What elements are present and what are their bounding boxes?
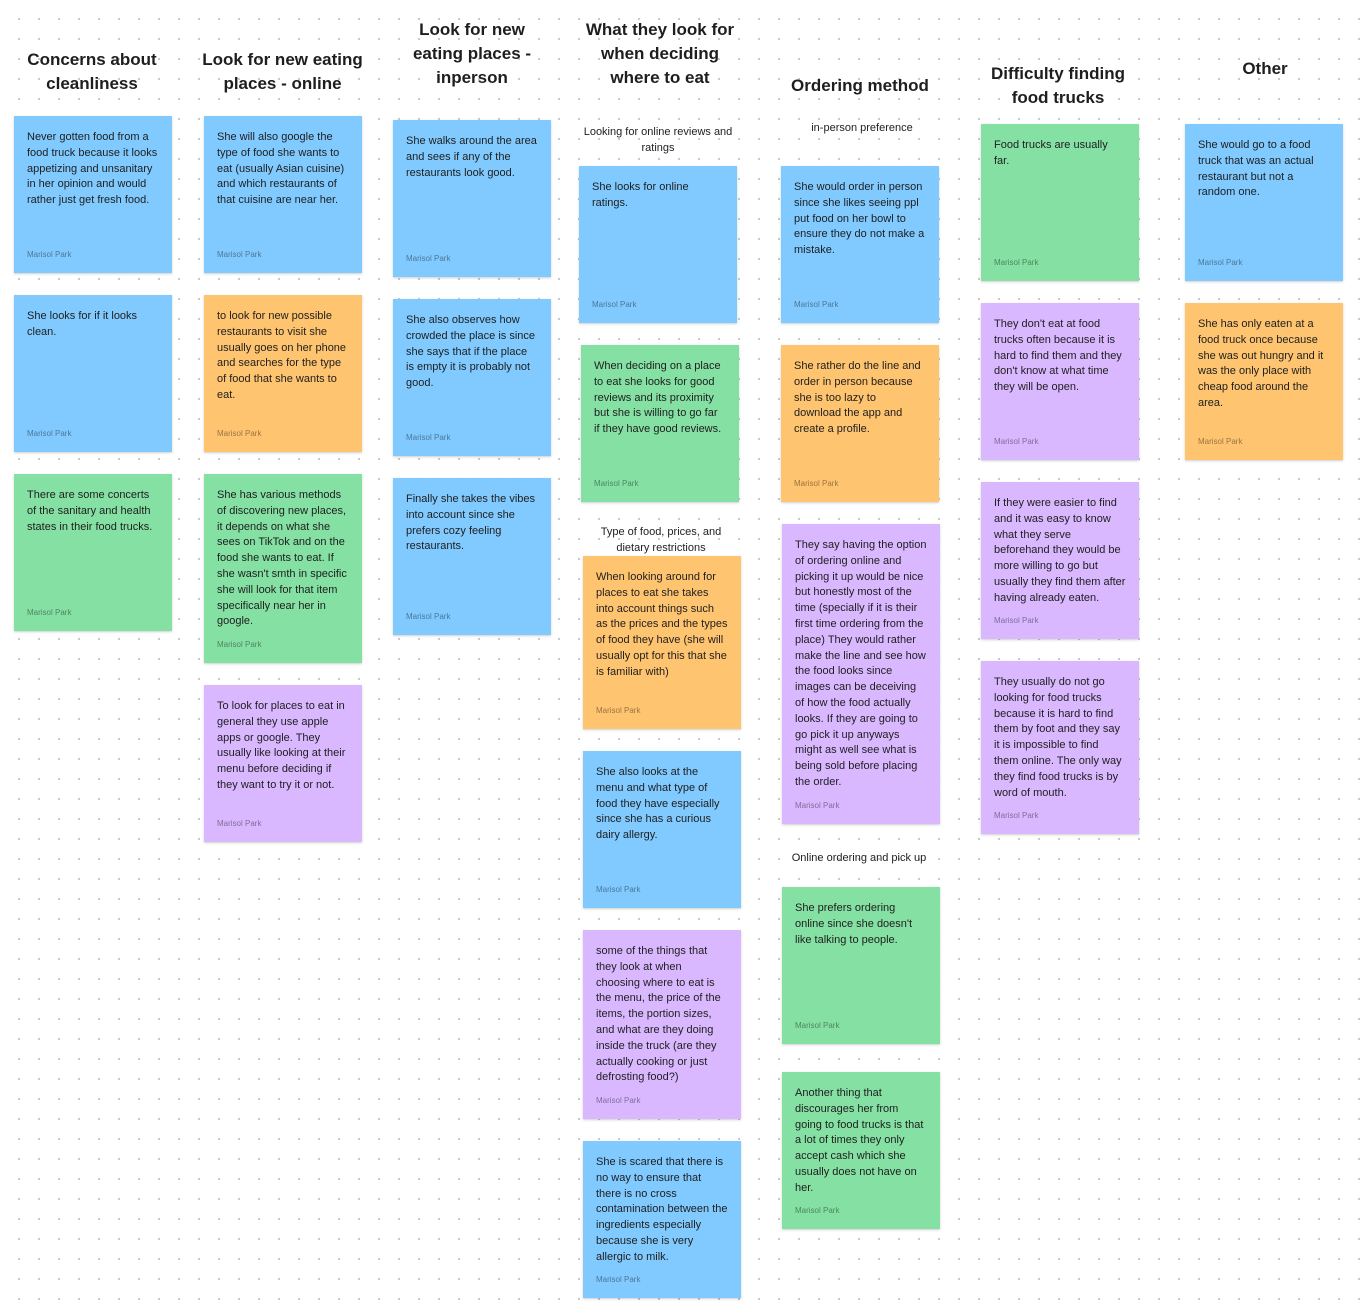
sticky-note-author: Marisol Park (217, 250, 262, 259)
sticky-note-author: Marisol Park (596, 706, 641, 715)
sticky-note-text: They usually do not go looking for food … (994, 676, 1122, 799)
sticky-note-text: There are some concerts of the sanitary … (27, 489, 153, 533)
sticky-note[interactable]: When looking around for places to eat sh… (583, 556, 741, 729)
column-title-cleanliness[interactable]: Concerns about cleanliness (27, 50, 157, 93)
sticky-note[interactable]: She walks around the area and sees if an… (393, 120, 551, 277)
sticky-note-author: Marisol Park (994, 616, 1039, 625)
sticky-note-text: She also observes how crowded the place … (406, 314, 536, 390)
sticky-note-author: Marisol Park (596, 885, 641, 894)
column-title-other[interactable]: Other (1242, 59, 1288, 78)
sticky-note-author: Marisol Park (217, 640, 262, 649)
sticky-note[interactable]: Food trucks are usually far. Marisol Par… (981, 124, 1139, 281)
sticky-note-author: Marisol Park (596, 1096, 641, 1105)
sticky-note-text: They say having the option of ordering o… (795, 539, 927, 788)
sticky-note-author: Marisol Park (794, 300, 839, 309)
sticky-note-text: Finally she takes the vibes into account… (406, 493, 536, 553)
sticky-note-text: She rather do the line and order in pers… (794, 360, 921, 436)
column-title-ordering-method[interactable]: Ordering method (791, 76, 929, 95)
sticky-note[interactable]: They don't eat at food trucks often beca… (981, 303, 1139, 460)
sticky-note-text: To look for places to eat in general the… (217, 700, 346, 791)
sticky-note-text: She would order in person since she like… (794, 181, 925, 257)
sticky-note[interactable]: She looks for online ratings. Marisol Pa… (579, 166, 737, 323)
sticky-note-author: Marisol Park (217, 819, 262, 828)
sticky-note-text: She also looks at the menu and what type… (596, 766, 720, 842)
sticky-note-text: She has various methods of discovering n… (217, 489, 347, 628)
sticky-note[interactable]: She also looks at the menu and what type… (583, 751, 741, 908)
section-label-food-prices-diet[interactable]: Type of food, prices, and dietary restri… (600, 526, 722, 554)
sticky-note[interactable]: She also observes how crowded the place … (393, 299, 551, 456)
sticky-note[interactable]: If they were easier to find and it was e… (981, 482, 1139, 639)
sticky-note-text: She prefers ordering online since she do… (795, 902, 913, 946)
sticky-note-text: They don't eat at food trucks often beca… (994, 318, 1122, 394)
section-label-inperson-preference[interactable]: in-person preference (811, 122, 913, 134)
sticky-note-author: Marisol Park (406, 433, 451, 442)
sticky-note-text: She has only eaten at a food truck once … (1198, 318, 1324, 409)
sticky-note-author: Marisol Park (994, 258, 1039, 267)
sticky-note-text: She would go to a food truck that was an… (1198, 139, 1314, 199)
column-title-decision-factors[interactable]: What they look for when deciding where t… (585, 20, 735, 87)
sticky-note-author: Marisol Park (1198, 258, 1243, 267)
sticky-note-author: Marisol Park (27, 250, 72, 259)
sticky-note-text: to look for new possible restaurants to … (217, 310, 347, 401)
sticky-note-author: Marisol Park (596, 1275, 641, 1284)
sticky-note[interactable]: She rather do the line and order in pers… (781, 345, 939, 502)
sticky-note[interactable]: She would order in person since she like… (781, 166, 939, 323)
sticky-note[interactable]: Never gotten food from a food truck beca… (14, 116, 172, 273)
sticky-note-text: She will also google the type of food sh… (217, 131, 345, 207)
sticky-note-text: When looking around for places to eat sh… (596, 571, 728, 678)
sticky-note-author: Marisol Park (217, 429, 262, 438)
sticky-note[interactable]: She is scared that there is no way to en… (583, 1141, 741, 1298)
sticky-note[interactable]: They say having the option of ordering o… (782, 524, 940, 824)
section-label-online-reviews[interactable]: Looking for online reviews and ratings (583, 126, 733, 154)
sticky-note[interactable]: Another thing that discourages her from … (782, 1072, 940, 1229)
sticky-note-author: Marisol Park (795, 801, 840, 810)
sticky-note-author: Marisol Park (994, 811, 1039, 820)
sticky-note[interactable]: She has only eaten at a food truck once … (1185, 303, 1343, 460)
sticky-note-text: If they were easier to find and it was e… (994, 497, 1126, 604)
sticky-note-text: She looks for online ratings. (592, 181, 689, 209)
section-label-online-pickup[interactable]: Online ordering and pick up (791, 852, 927, 864)
sticky-note-text: When deciding on a place to eat she look… (594, 360, 722, 436)
sticky-note[interactable]: They usually do not go looking for food … (981, 661, 1139, 834)
sticky-note-author: Marisol Park (794, 479, 839, 488)
sticky-note-text: Never gotten food from a food truck beca… (27, 131, 158, 207)
sticky-note-author: Marisol Park (406, 254, 451, 263)
sticky-note-text: She is scared that there is no way to en… (596, 1156, 728, 1263)
sticky-note-text: Another thing that discourages her from … (795, 1087, 924, 1194)
sticky-note-author: Marisol Park (594, 479, 639, 488)
sticky-note-author: Marisol Park (27, 429, 72, 438)
sticky-note[interactable]: to look for new possible restaurants to … (204, 295, 362, 452)
sticky-note-author: Marisol Park (795, 1206, 840, 1215)
sticky-note[interactable]: She looks for if it looks clean. Marisol… (14, 295, 172, 452)
sticky-note[interactable]: There are some concerts of the sanitary … (14, 474, 172, 631)
sticky-note-author: Marisol Park (27, 608, 72, 617)
sticky-note-author: Marisol Park (795, 1021, 840, 1030)
sticky-note-text: She walks around the area and sees if an… (406, 135, 537, 179)
sticky-note-text: Food trucks are usually far. (994, 139, 1108, 167)
sticky-note[interactable]: To look for places to eat in general the… (204, 685, 362, 842)
sticky-note[interactable]: When deciding on a place to eat she look… (581, 345, 739, 502)
sticky-note-author: Marisol Park (592, 300, 637, 309)
sticky-note-text: She looks for if it looks clean. (27, 310, 138, 338)
sticky-note-author: Marisol Park (406, 612, 451, 621)
column-title-online-discovery[interactable]: Look for new eating places - online (202, 50, 363, 93)
sticky-note-author: Marisol Park (994, 437, 1039, 446)
sticky-note[interactable]: Finally she takes the vibes into account… (393, 478, 551, 635)
sticky-note[interactable]: She has various methods of discovering n… (204, 474, 362, 663)
sticky-note-text: some of the things that they look at whe… (596, 945, 721, 1084)
column-title-inperson-discovery[interactable]: Look for new eating places - inperson (412, 20, 532, 87)
sticky-note[interactable]: She would go to a food truck that was an… (1185, 124, 1343, 281)
sticky-note[interactable]: She prefers ordering online since she do… (782, 887, 940, 1044)
sticky-note[interactable]: some of the things that they look at whe… (583, 930, 741, 1119)
sticky-note-author: Marisol Park (1198, 437, 1243, 446)
column-title-finding-difficulty[interactable]: Difficulty finding food trucks (990, 64, 1126, 107)
sticky-note[interactable]: She will also google the type of food sh… (204, 116, 362, 273)
